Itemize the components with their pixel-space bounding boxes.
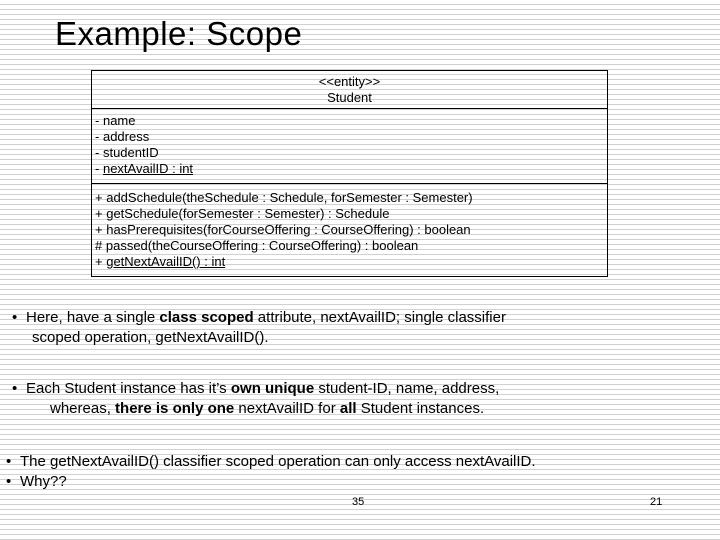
uml-attribute-visibility: - xyxy=(95,145,100,160)
bullet-item-3: • The getNextAvailID() classifier scoped… xyxy=(6,452,718,472)
uml-name-compartment: <<entity>> Student xyxy=(92,71,607,109)
uml-operation-label: getSchedule(forSemester : Semester) : Sc… xyxy=(106,206,390,221)
uml-operation-label: passed(theCourseOffering : CourseOfferin… xyxy=(105,238,419,253)
bullet-2-seg-a: Each Student instance has it’s xyxy=(26,380,231,397)
bullet-2-line-2: whereas, there is only one nextAvailID f… xyxy=(26,399,702,419)
slide-number-right: 21 xyxy=(650,496,663,508)
uml-class-box: <<entity>> Student - name - address - st… xyxy=(91,70,608,277)
uml-operation-label: hasPrerequisites(forCourseOffering : Cou… xyxy=(106,222,471,237)
bullet-2-seg-c: student-ID, name, address, xyxy=(314,380,500,397)
bullet-text-4: Why?? xyxy=(20,473,67,490)
bullet-text-2: Each Student instance has it’s own uniqu… xyxy=(26,379,702,419)
bullet-text-1: Here, have a single class scoped attribu… xyxy=(26,308,702,348)
uml-attribute-label-static: nextAvailID : int xyxy=(102,161,194,176)
bullet-marker-icon: • xyxy=(6,473,12,490)
uml-class-name: Student xyxy=(327,90,372,105)
bullet-1-line-2: scoped operation, getNextAvailID(). xyxy=(32,329,269,346)
uml-operation-visibility: + xyxy=(95,190,103,205)
uml-operation-row: + addSchedule(theSchedule : Schedule, fo… xyxy=(95,190,607,206)
uml-operation-label-static: getNextAvailID() : int xyxy=(106,254,226,269)
uml-operation-visibility: + xyxy=(95,254,103,269)
bullet-2-emphasis-3: all xyxy=(339,400,357,417)
page-title: Example: Scope xyxy=(55,15,303,52)
uml-operation-row: # passed(theCourseOffering : CourseOffer… xyxy=(95,238,607,254)
bullet-1-seg-c: attribute, nextAvailID; single classifie… xyxy=(253,309,506,326)
bullet-1-emphasis: class scoped xyxy=(159,309,254,326)
bullet-1-seg-a: Here, have a single xyxy=(26,309,160,326)
bullet-item-4: • Why?? xyxy=(6,472,718,492)
uml-attribute-visibility: - xyxy=(95,129,100,144)
uml-operation-label: addSchedule(theSchedule : Schedule, forS… xyxy=(106,190,473,205)
bullet-item-1: • Here, have a single class scoped attri… xyxy=(12,308,702,348)
bullet-2-seg-d: whereas, xyxy=(50,400,116,417)
uml-attributes-compartment: - name - address - studentID - nextAvail… xyxy=(92,109,607,184)
uml-attribute-label: address xyxy=(102,129,150,144)
uml-attribute-row: - name xyxy=(95,113,607,129)
bullet-marker-icon: • xyxy=(12,309,18,326)
uml-operation-row: + getNextAvailID() : int xyxy=(95,254,607,270)
bullet-2-emphasis-2: there is only one xyxy=(115,400,235,417)
bullet-marker-icon: • xyxy=(12,380,18,397)
uml-attribute-row: - studentID xyxy=(95,145,607,161)
bullet-item-2: • Each Student instance has it’s own uni… xyxy=(12,379,702,419)
uml-attribute-row: - address xyxy=(95,129,607,145)
uml-operation-visibility: + xyxy=(95,206,103,221)
uml-attribute-label: name xyxy=(102,113,136,128)
uml-operation-visibility: + xyxy=(95,222,103,237)
uml-attribute-visibility: - xyxy=(95,161,100,176)
uml-operation-row: + getSchedule(forSemester : Semester) : … xyxy=(95,206,607,222)
bullet-2-seg-e: nextAvailID for xyxy=(234,400,340,417)
slide-number-center: 35 xyxy=(352,496,365,508)
bullet-marker-icon: • xyxy=(6,453,12,470)
bullet-2-emphasis-1: own unique xyxy=(230,380,315,397)
bullet-2-seg-f: Student instances. xyxy=(356,400,485,417)
uml-operation-row: + hasPrerequisites(forCourseOffering : C… xyxy=(95,222,607,238)
uml-attribute-row: - nextAvailID : int xyxy=(95,161,607,177)
uml-operation-visibility: # xyxy=(95,238,103,253)
uml-operations-compartment: + addSchedule(theSchedule : Schedule, fo… xyxy=(92,184,607,276)
uml-stereotype: <<entity>> xyxy=(318,74,381,89)
bullet-text-3: The getNextAvailID() classifier scoped o… xyxy=(20,453,536,470)
uml-attribute-label: studentID xyxy=(102,145,159,160)
uml-attribute-visibility: - xyxy=(95,113,100,128)
